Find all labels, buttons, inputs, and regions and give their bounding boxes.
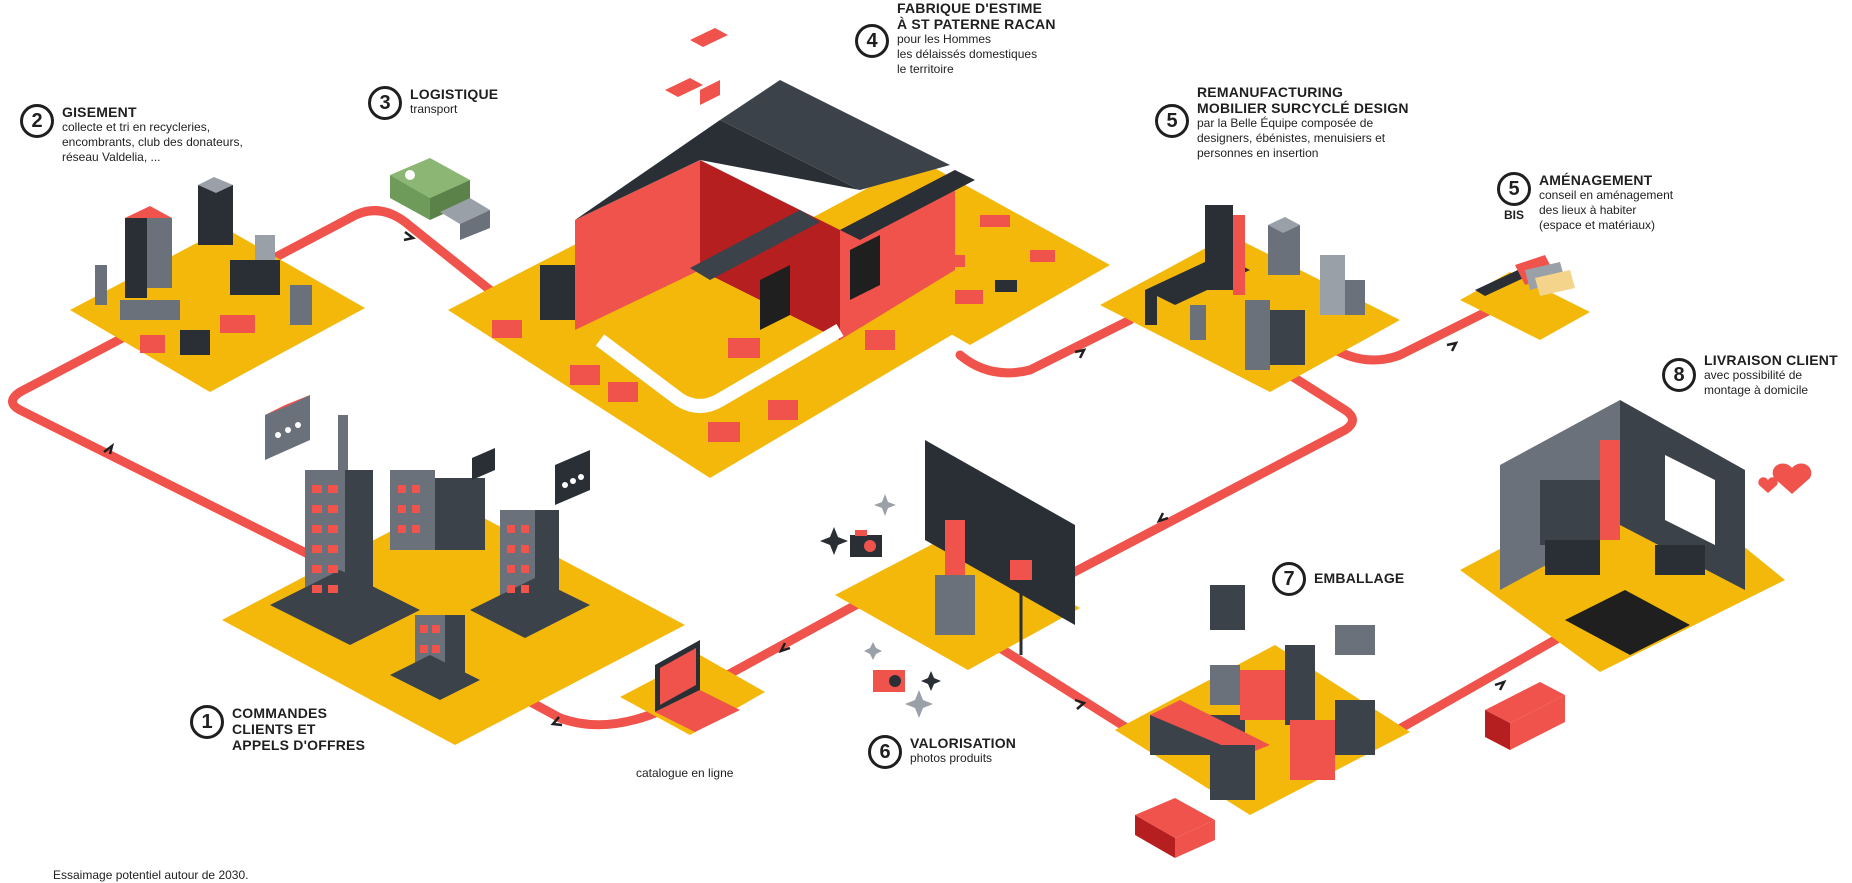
step-title: GISEMENT — [62, 104, 137, 120]
catalogue-label: catalogue en ligne — [636, 766, 734, 780]
step-title: CLIENTS ET — [232, 721, 316, 737]
step-title: AMÉNAGEMENT — [1539, 172, 1653, 188]
sparkle-icon — [820, 494, 941, 718]
warehouse-icon — [575, 28, 975, 340]
step-description: personnes en insertion — [1197, 146, 1319, 160]
step-title: LOGISTIQUE — [410, 86, 499, 102]
remanufacturing-furniture — [1145, 205, 1365, 370]
step-gisement: 2 GISEMENT collecte et tri en recyclerie… — [20, 104, 243, 165]
material-swatches-icon — [1475, 255, 1575, 296]
step-number: 5 — [1497, 172, 1531, 206]
step-title: APPELS D'OFFRES — [232, 737, 366, 753]
step-description: par la Belle Équipe composée de — [1197, 116, 1374, 130]
step-fabrique: 4 FABRIQUE D'ESTIME À ST PATERNE RACAN p… — [855, 0, 1056, 77]
step-title: FABRIQUE D'ESTIME — [897, 0, 1043, 16]
step-description: designers, ébénistes, menuisiers et — [1197, 131, 1386, 145]
step-number: 8 — [1662, 358, 1696, 392]
step-valorisation: 6 VALORISATION photos produits — [868, 735, 1016, 769]
step-number: 1 — [190, 705, 224, 739]
step-title: REMANUFACTURING — [1197, 84, 1344, 100]
step-title: EMBALLAGE — [1314, 570, 1405, 586]
delivery-truck-icon — [1135, 682, 1565, 858]
step-description: (espace et matériaux) — [1539, 218, 1656, 232]
step-title: VALORISATION — [910, 735, 1017, 751]
step-number: 4 — [855, 24, 889, 58]
camera-icon — [850, 530, 905, 692]
step-number-suffix: BIS — [1503, 208, 1524, 222]
photo-studio — [925, 440, 1075, 655]
gisement-furniture — [95, 177, 312, 355]
step-livraison: 8 LIVRAISON CLIENT avec possibilité de m… — [1662, 352, 1838, 398]
step-number: 7 — [1272, 562, 1306, 596]
step-description: des lieux à habiter — [1539, 203, 1637, 217]
recycling-truck-icon — [390, 158, 490, 240]
step-emballage: 7 EMBALLAGE — [1272, 562, 1404, 596]
building-windows — [312, 485, 529, 653]
box-icon — [1150, 585, 1375, 800]
step-description: réseau Valdelia, ... — [62, 150, 161, 164]
heart-icon — [1758, 463, 1812, 494]
platform-gisement — [70, 228, 365, 392]
room-icon — [1500, 400, 1745, 655]
step-description: le territoire — [897, 62, 954, 76]
step-remanufacturing: 5 REMANUFACTURING MOBILIER SURCYCLÉ DESI… — [1155, 84, 1409, 161]
step-description: encombrants, club des donateurs, — [62, 135, 243, 149]
platform-emballage — [1115, 645, 1410, 815]
step-number: 2 — [20, 104, 54, 138]
step-description: les délaissés domestiques — [897, 47, 1038, 61]
brick-icon — [492, 215, 1055, 442]
chat-bubble-icon — [265, 395, 590, 505]
step-logistique: 3 LOGISTIQUE transport — [368, 86, 498, 120]
step-description: pour les Hommes — [897, 32, 992, 46]
flow-chevrons — [103, 231, 1507, 727]
step-description: conseil en aménagement — [1539, 188, 1674, 202]
step-title: À ST PATERNE RACAN — [897, 16, 1056, 32]
footnote: Essaimage potentiel autour de 2030. — [53, 868, 249, 882]
step-commandes: 1 COMMANDES CLIENTS ET APPELS D'OFFRES — [190, 705, 365, 753]
step-amenagement: 5 BIS AMÉNAGEMENT conseil en aménagement… — [1497, 172, 1673, 233]
step-title: LIVRAISON CLIENT — [1704, 352, 1838, 368]
step-description: photos produits — [910, 751, 993, 765]
step-number: 3 — [368, 86, 402, 120]
step-description: collecte et tri en recycleries, — [62, 120, 211, 134]
step-number: 5 — [1155, 104, 1189, 138]
step-description: avec possibilité de — [1704, 368, 1803, 382]
laptop-icon — [655, 640, 740, 732]
step-description: montage à domicile — [1704, 383, 1809, 397]
step-number: 6 — [868, 735, 902, 769]
warehouse-road — [595, 323, 844, 413]
step-description: transport — [410, 102, 458, 116]
step-title: MOBILIER SURCYCLÉ DESIGN — [1197, 100, 1409, 116]
step-title: COMMANDES — [232, 705, 328, 721]
